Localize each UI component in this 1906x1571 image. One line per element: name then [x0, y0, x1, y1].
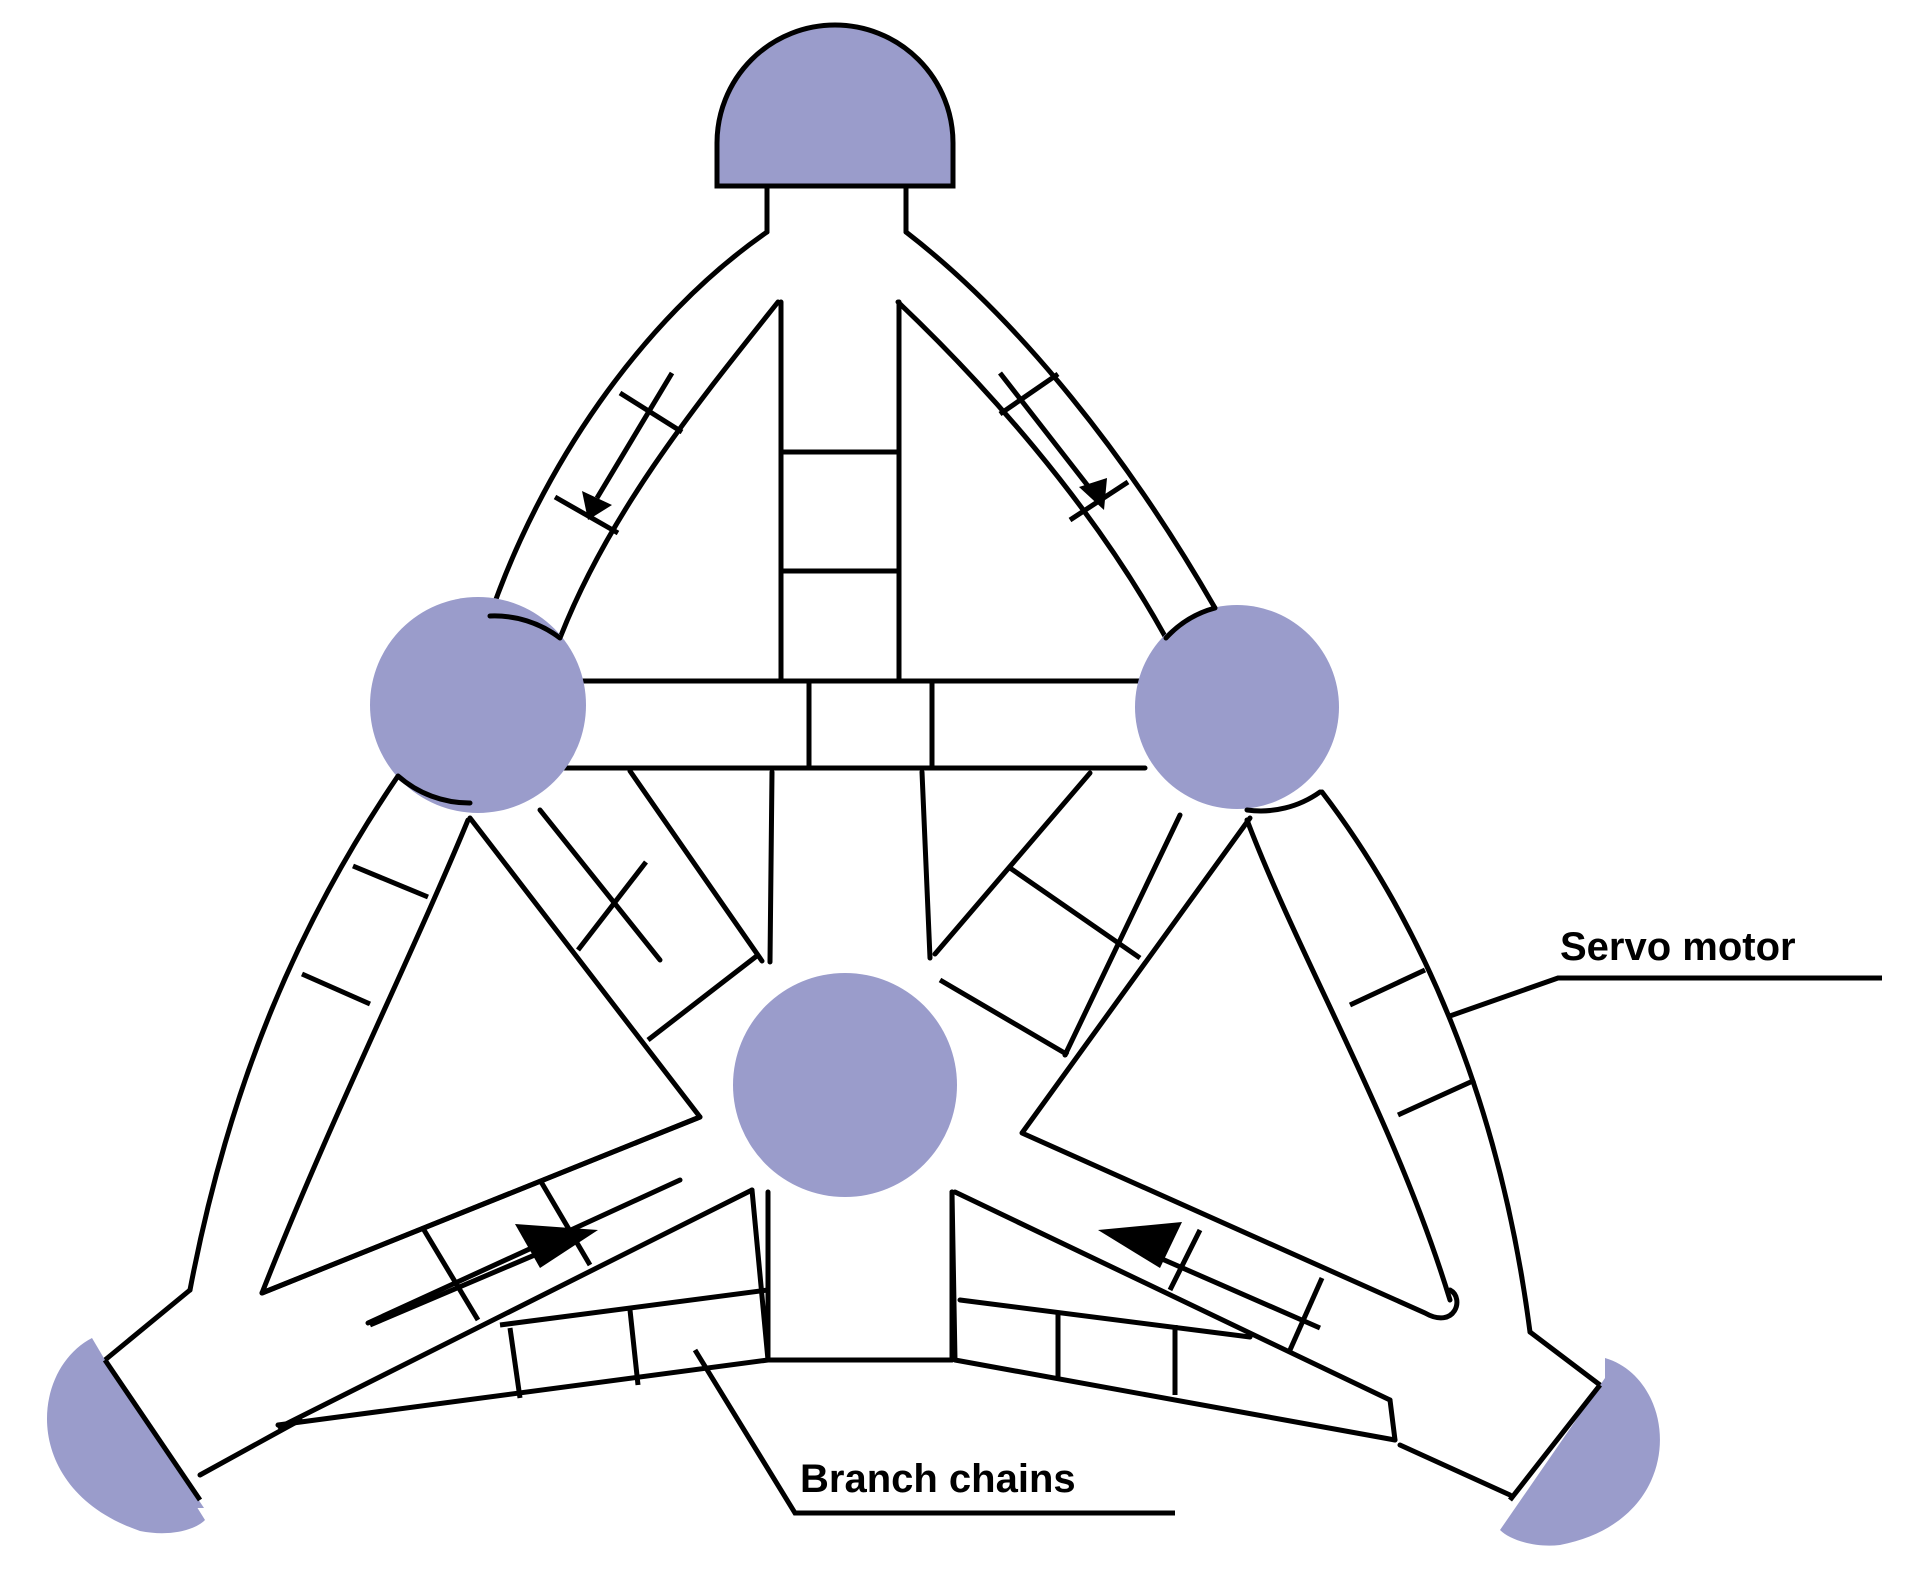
left-inner-triangle: [259, 815, 771, 1430]
servo-motor-label: Servo motor: [1560, 925, 1796, 969]
right-outer-link: [1244, 789, 1603, 1498]
mid-left-joint: [370, 597, 586, 813]
branch-chains-label: Branch chains: [800, 1457, 1076, 1501]
top-y-link: [487, 183, 1218, 641]
bottom-left-actuator: [46, 1338, 205, 1534]
right-inner-triangle: [949, 815, 1460, 1443]
mid-right-joint: [1135, 605, 1339, 809]
joints: [370, 597, 1339, 1197]
central-vertical-bar: [778, 299, 902, 683]
center-joint: [733, 973, 957, 1197]
horizontal-bar: [557, 678, 1148, 771]
left-outer-link: [102, 773, 703, 1478]
bottom-right-actuator: [1500, 1358, 1660, 1546]
branch-chains-callout: Branch chains: [692, 1348, 1175, 1516]
servo-motor-callout: Servo motor: [1446, 925, 1882, 1020]
top-actuator: [714, 22, 956, 189]
